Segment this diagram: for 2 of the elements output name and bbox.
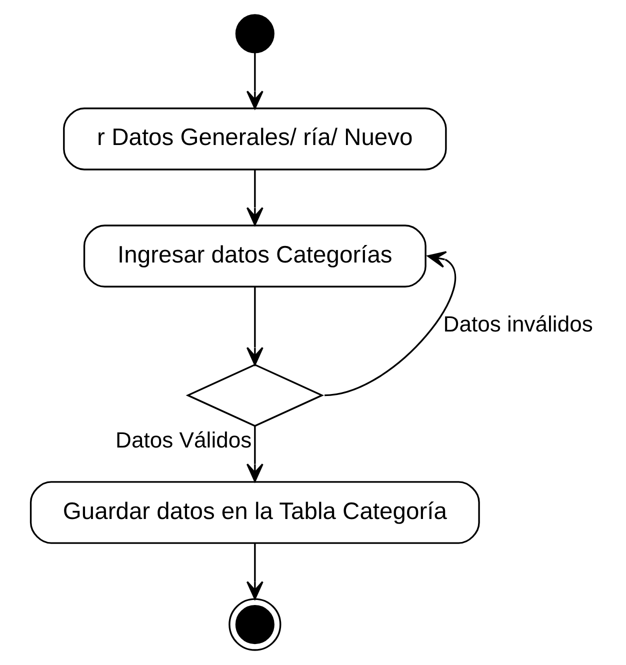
edge-label: Datos Válidos: [115, 428, 252, 453]
edge-label: Datos inválidos: [442, 311, 592, 336]
